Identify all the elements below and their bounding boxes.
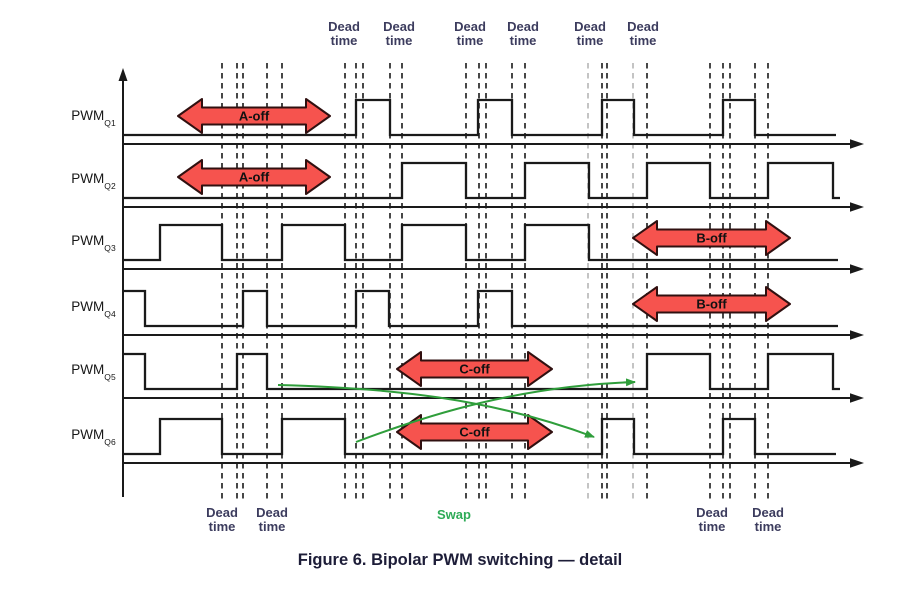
off-arrow-C-off — [396, 414, 553, 450]
off-arrow-label-B-off: B-off — [696, 231, 727, 246]
row-label-Q5: PWMQ5 — [71, 362, 116, 382]
off-arrow-label-B-off: B-off — [696, 297, 727, 312]
green-swap-arrow — [355, 378, 636, 443]
pwm-waveform-Q1 — [123, 98, 836, 137]
pwm-waveform-Q5 — [123, 352, 840, 391]
off-arrow-C-off — [396, 351, 553, 387]
swap-label: Swap — [437, 507, 471, 522]
off-arrow-A-off — [177, 159, 331, 195]
row-axis-arrowhead-Q1 — [850, 139, 864, 149]
row-axis-arrowhead-Q5 — [850, 393, 864, 403]
off-arrow-A-off — [177, 98, 331, 134]
row-label-Q2: PWMQ2 — [71, 171, 116, 191]
figure-caption: Figure 6. Bipolar PWM switching — detail — [297, 551, 623, 569]
row-label-Q1: PWMQ1 — [71, 108, 116, 128]
row-axis-arrowhead-Q6 — [850, 458, 864, 468]
pwm-waveform-Q2 — [123, 161, 840, 200]
pwm-waveform-Q6 — [123, 417, 836, 456]
off-arrow-label-A-off: A-off — [239, 170, 270, 185]
off-arrow-B-off — [632, 220, 791, 256]
row-label-Q4: PWMQ4 — [71, 299, 116, 319]
off-arrow-label-C-off: C-off — [459, 425, 490, 440]
green-swap-arrow — [277, 384, 595, 438]
pwm-waveform-Q4 — [123, 289, 838, 328]
off-arrow-B-off — [632, 286, 791, 322]
vertical-axis-arrowhead — [118, 68, 128, 81]
row-axis-arrowhead-Q4 — [850, 330, 864, 340]
row-axis-arrowhead-Q2 — [850, 202, 864, 212]
pwm-waveform-Q3 — [123, 223, 838, 262]
row-label-Q6: PWMQ6 — [71, 427, 116, 447]
off-arrow-label-C-off: C-off — [459, 362, 490, 377]
off-arrow-label-A-off: A-off — [239, 109, 270, 124]
row-label-Q3: PWMQ3 — [71, 233, 116, 253]
row-axis-arrowhead-Q3 — [850, 264, 864, 274]
